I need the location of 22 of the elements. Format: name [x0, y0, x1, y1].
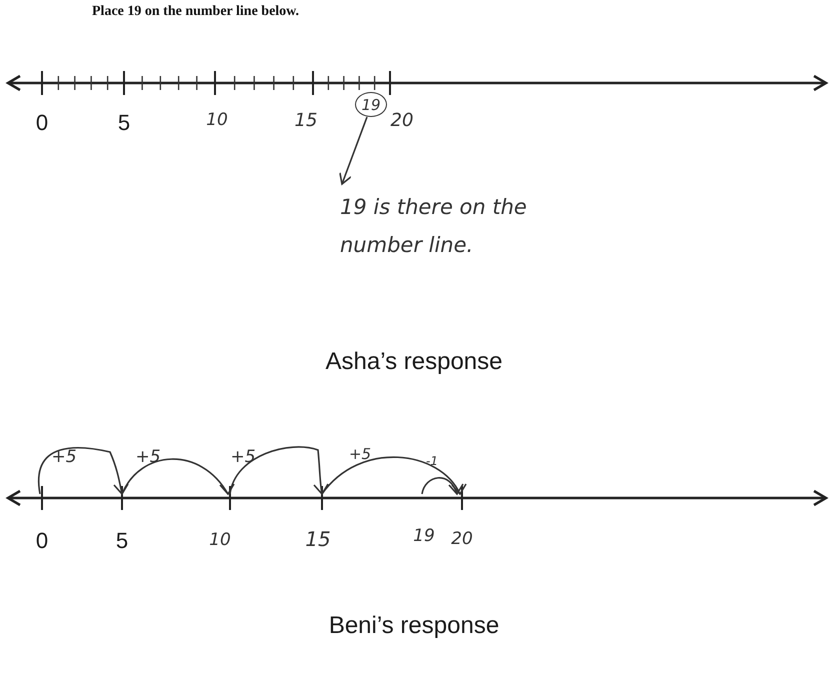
tick-label: 15 — [305, 527, 331, 551]
caption: Asha’s response — [326, 348, 502, 376]
jump-label: +5 — [348, 445, 372, 463]
question-text: Place 19 on the number line below. — [92, 4, 300, 20]
tick-label: 10 — [206, 110, 228, 130]
tick-label: 20 — [390, 110, 414, 131]
tick-label: 20 — [451, 529, 473, 549]
tick-label: 5 — [118, 110, 130, 136]
tick-label: 0 — [36, 528, 48, 554]
jump-label: -1 — [426, 454, 438, 468]
circled-number: 19 — [355, 92, 387, 117]
jump-label: +5 — [135, 447, 161, 467]
tick-label: 0 — [36, 110, 48, 136]
tick-label: 15 — [294, 110, 318, 131]
handwritten-note: 19 is there on the number line. — [340, 188, 540, 264]
jump-label: +5 — [230, 447, 256, 467]
tick-label: 19 — [413, 526, 435, 546]
caption: Beni’s response — [328, 612, 500, 640]
tick-label: 10 — [209, 530, 231, 550]
tick-label: 5 — [116, 528, 128, 554]
arrow — [339, 116, 368, 185]
jump-label: +5 — [51, 447, 77, 467]
